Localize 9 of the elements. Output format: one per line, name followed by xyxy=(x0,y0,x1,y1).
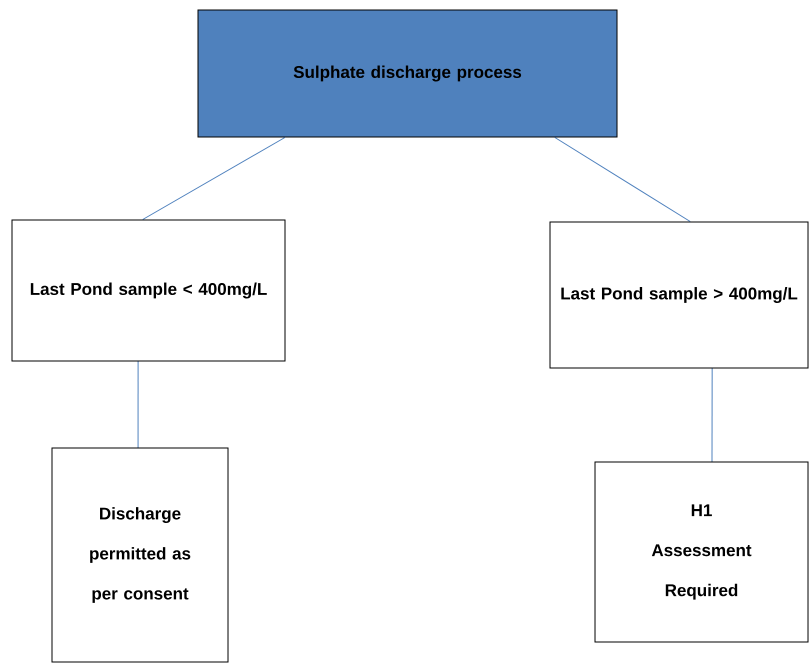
connector-line xyxy=(142,137,286,220)
process-box: Last Pond sample > 400mg/L xyxy=(550,222,808,368)
process-box: Last Pond sample < 400mg/L xyxy=(12,220,286,362)
connector-line xyxy=(554,137,691,222)
connector-line xyxy=(712,368,713,462)
title-box: Sulphate discharge process xyxy=(198,10,618,138)
connector-line xyxy=(138,361,139,448)
process-box: Discharge permitted as per consent xyxy=(52,448,228,662)
process-box: H1 Assessment Required xyxy=(594,462,808,642)
